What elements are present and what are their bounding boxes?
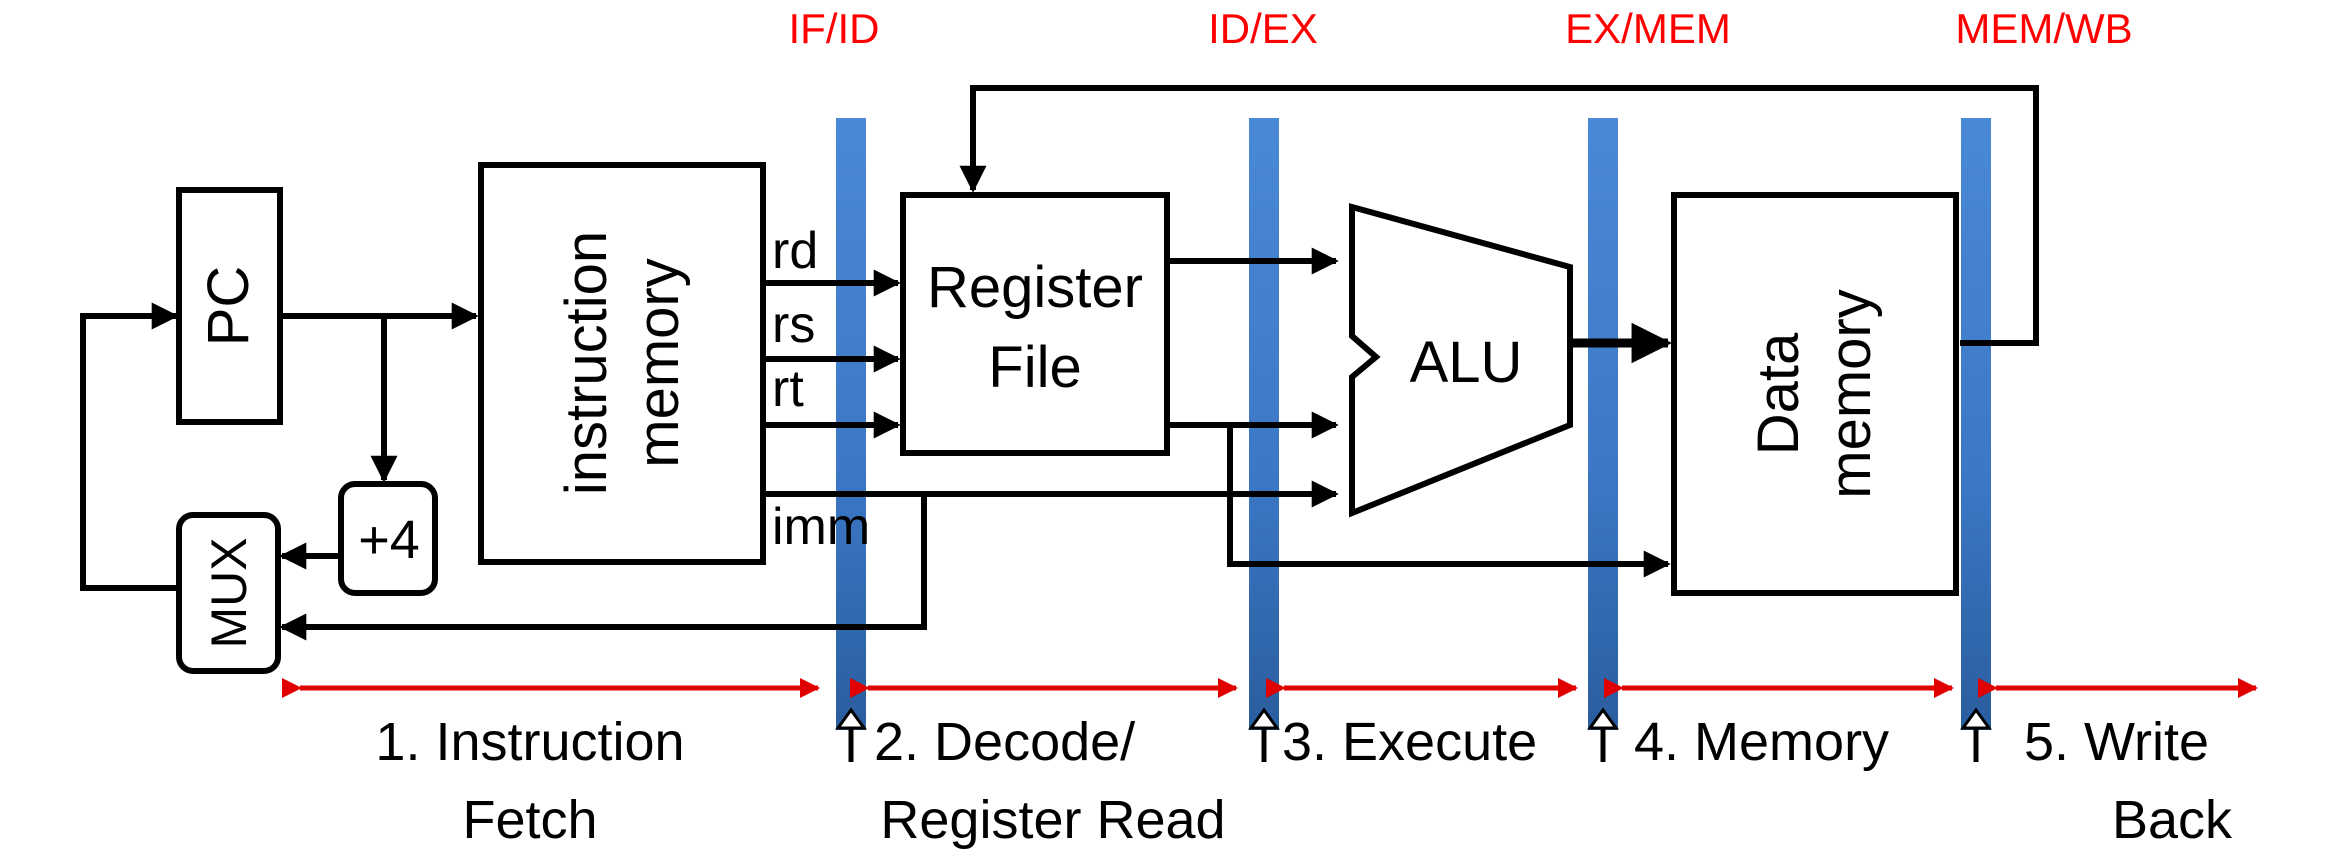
- stage-label-2-line-1: 2. Decode/: [874, 712, 1135, 772]
- data-memory-box: [1671, 192, 1959, 596]
- register-label-if-id: IF/ID: [789, 5, 880, 52]
- field-label-rt: rt: [772, 360, 804, 418]
- field-label-imm: imm: [772, 498, 870, 556]
- mem-wb-bar: [1961, 118, 1991, 730]
- data-memory-label-2: memory: [1818, 289, 1883, 498]
- stage-label-4: 4. Memory: [1634, 712, 1889, 772]
- pc-box: [176, 187, 283, 425]
- data-memory-label-1: Data: [1746, 332, 1811, 455]
- clock-marker-mem-wb: [1960, 707, 1992, 762]
- plus4-label: +4: [358, 510, 420, 570]
- pc-label: PC: [196, 266, 261, 347]
- mux-box: [176, 512, 281, 674]
- stage-label-1-line-1: 1. Instruction: [375, 712, 684, 772]
- clock-markers: [835, 707, 1992, 762]
- stage-label-1-line-2: Fetch: [462, 790, 597, 850]
- register-label-id-ex: ID/EX: [1208, 5, 1318, 52]
- writeback-wire: [959, 85, 2039, 346]
- field-label-rd: rd: [772, 222, 818, 280]
- clock-marker-if-id: [835, 707, 867, 762]
- wires: [80, 85, 2039, 641]
- alu-label: ALU: [1410, 330, 1523, 395]
- register-file-box: [900, 192, 1170, 456]
- stage-label-3: 3. Execute: [1282, 712, 1537, 772]
- field-labels: rd rs rt imm: [772, 222, 870, 556]
- field-label-rs: rs: [772, 296, 815, 354]
- clock-marker-id-ex: [1248, 707, 1280, 762]
- instruction-memory-box: [478, 162, 766, 565]
- stage-label-5-line-1: 5. Write: [2024, 712, 2209, 772]
- pipeline-register-labels: IF/ID ID/EX EX/MEM MEM/WB: [789, 5, 2133, 52]
- plus4-box: [338, 481, 438, 596]
- stage-label-2-line-2: Register Read: [880, 790, 1225, 850]
- register-label-ex-mem: EX/MEM: [1565, 5, 1731, 52]
- instruction-memory-label-2: memory: [626, 258, 691, 467]
- mux-to-pc-wire: [80, 302, 179, 591]
- regfile-to-dmem-wire: [1227, 425, 1671, 578]
- mux-label: MUX: [201, 537, 257, 648]
- blocks: [176, 162, 1959, 674]
- instruction-memory-label-1: instruction: [554, 231, 619, 495]
- register-file-label-2: File: [988, 335, 1081, 400]
- block-labels: PC instruction memory +4 MUX Register Fi…: [196, 231, 1883, 649]
- register-label-mem-wb: MEM/WB: [1955, 5, 2132, 52]
- alu-shape: [1349, 203, 1573, 518]
- clock-marker-ex-mem: [1587, 707, 1619, 762]
- register-file-label-1: Register: [927, 255, 1143, 320]
- ex-mem-bar: [1588, 118, 1618, 730]
- stage-label-5-line-2: Back: [2112, 790, 2233, 850]
- stage-labels: 1. Instruction Fetch 2. Decode/ Register…: [375, 712, 2233, 850]
